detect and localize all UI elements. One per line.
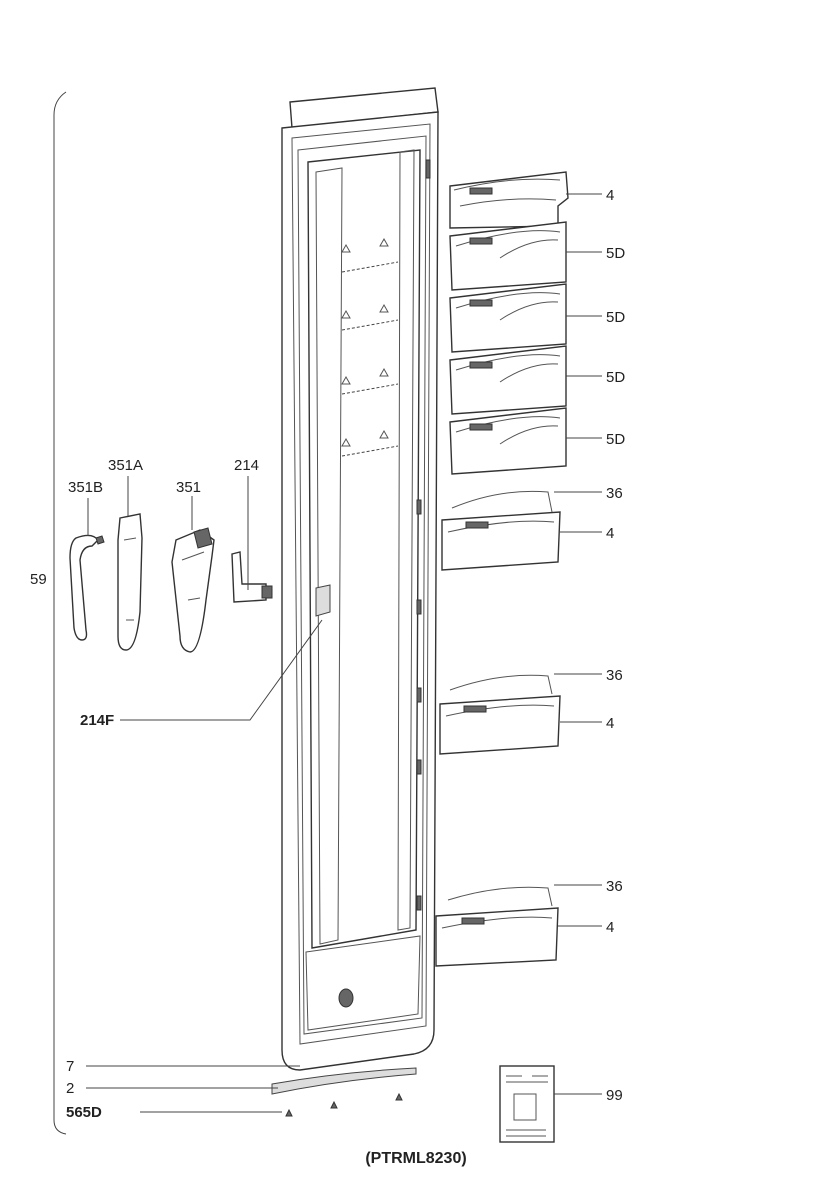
callout-4: 4 <box>606 525 615 542</box>
part-351a <box>117 513 143 651</box>
bin-4-second <box>441 490 561 571</box>
callout-214f: 214F <box>80 712 115 729</box>
screws <box>285 1092 403 1117</box>
bin-5d-4 <box>449 407 567 475</box>
callout-59: 59 <box>30 571 47 588</box>
callout-2: 2 <box>66 1080 75 1097</box>
callout-4: 4 <box>606 715 615 732</box>
callout-5d: 5D <box>606 309 626 326</box>
callout-99: 99 <box>606 1087 623 1104</box>
part-351 <box>171 527 215 653</box>
callout-36: 36 <box>606 485 623 502</box>
bin-5d-1 <box>449 221 567 291</box>
callout-214: 214 <box>234 457 260 474</box>
bin-5d-3 <box>449 345 567 415</box>
callout-36: 36 <box>606 667 623 684</box>
part-351b <box>69 534 105 641</box>
bin-4-top <box>449 171 569 229</box>
callout-7: 7 <box>66 1058 75 1075</box>
door-gasket <box>291 123 431 1045</box>
callout-5d: 5D <box>606 369 626 386</box>
bin-4-bottom <box>435 886 559 967</box>
bin-4-third <box>439 674 561 755</box>
door-assembly <box>271 87 439 1117</box>
callout-4: 4 <box>606 919 615 936</box>
door-hinge-block <box>315 584 331 617</box>
callout-5d: 5D <box>606 245 626 262</box>
door-bottom-compartment <box>305 935 421 1031</box>
callout-351: 351 <box>176 479 202 496</box>
shelf-rail <box>341 383 399 395</box>
callout-5d: 5D <box>606 431 626 448</box>
door-inner-liner <box>307 149 421 949</box>
door-drain-plug <box>338 988 354 1008</box>
shelf-rail <box>341 319 399 331</box>
model-caption: (PTRML8230) <box>365 1150 467 1167</box>
bin-5d-2 <box>449 283 567 353</box>
callout-36: 36 <box>606 878 623 895</box>
callout-351a: 351A <box>108 457 144 474</box>
shelf-rail <box>341 261 399 273</box>
leader-lines <box>86 193 602 1113</box>
callout-351b: 351B <box>68 479 104 496</box>
bottom-trim <box>271 1067 417 1095</box>
callout-565d: 565D <box>66 1104 102 1121</box>
shelf-rail <box>341 445 399 457</box>
owner-manual <box>499 1065 555 1143</box>
group-bracket-59 <box>53 91 67 1135</box>
part-214 <box>231 551 273 603</box>
callout-4: 4 <box>606 187 615 204</box>
